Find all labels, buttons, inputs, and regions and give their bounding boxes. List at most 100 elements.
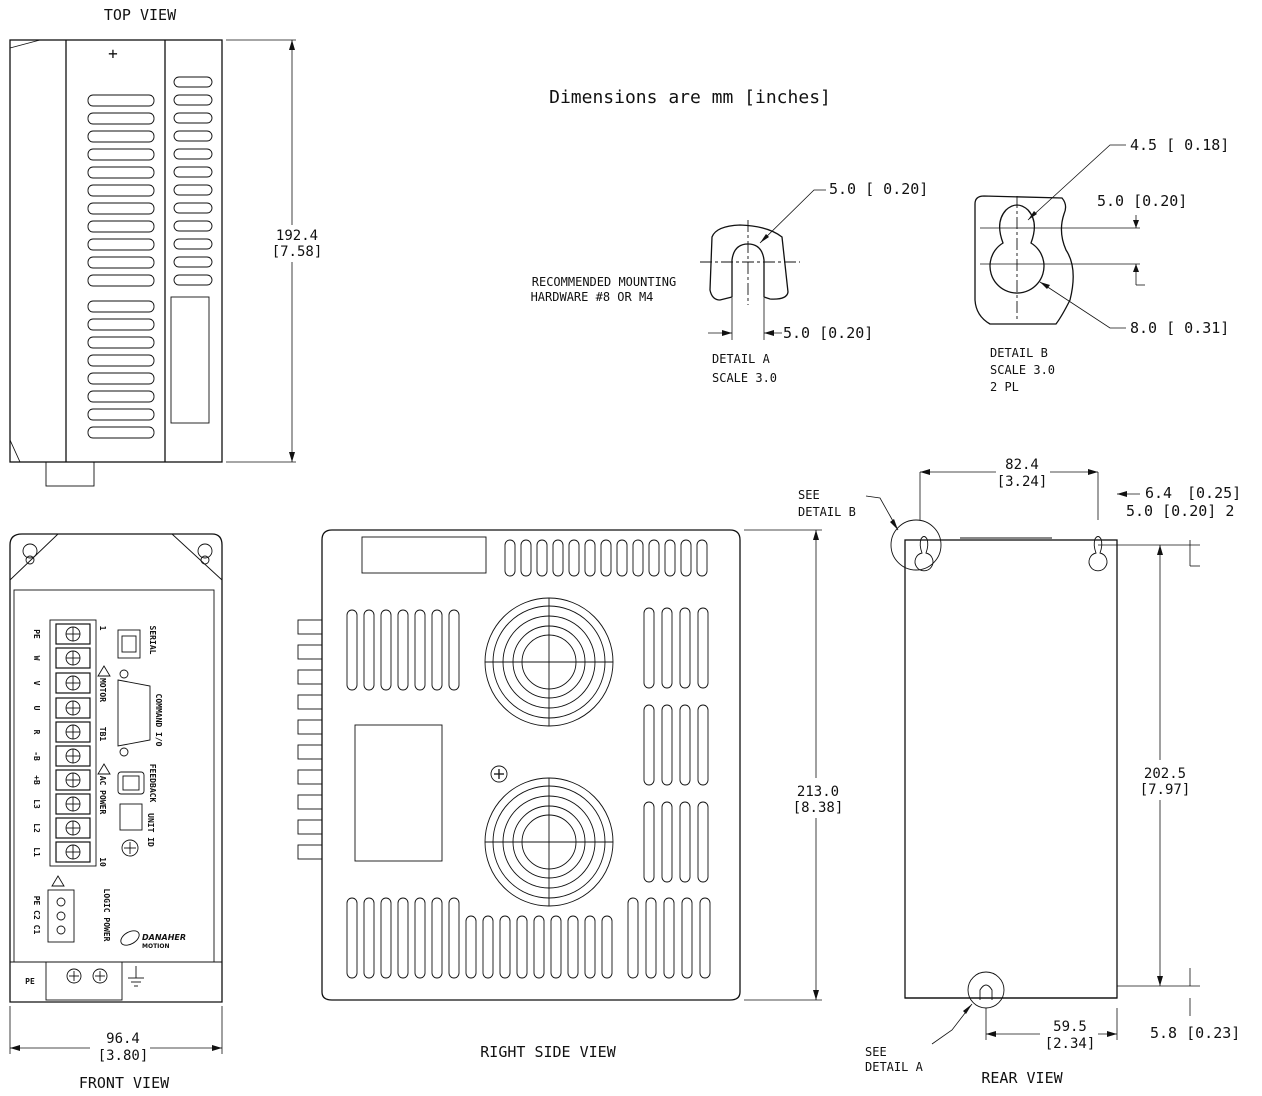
command-io-port bbox=[117, 679, 151, 747]
units-note: Dimensions are mm [inches] bbox=[549, 87, 831, 108]
top-view-vents-right bbox=[173, 76, 213, 286]
side-label-plate bbox=[354, 724, 443, 862]
front-view-title: FRONT VIEW bbox=[79, 1074, 170, 1092]
top-view-label-window bbox=[170, 296, 210, 424]
unit-id-label: UNIT ID bbox=[146, 813, 155, 847]
terminal-label-u: U bbox=[32, 706, 41, 711]
right-side-view-title: RIGHT SIDE VIEW bbox=[480, 1043, 616, 1061]
pe-ground-label: PE bbox=[25, 977, 35, 986]
terminal-label-pe: PE bbox=[32, 629, 41, 639]
top-view-title: TOP VIEW bbox=[104, 6, 177, 24]
rear-hole-pitch-in: [7.97] bbox=[1140, 782, 1191, 798]
rear-bottom-offset: 5.8 [0.23] bbox=[1150, 1024, 1240, 1042]
rear-view-title: REAR VIEW bbox=[981, 1069, 1063, 1087]
logic-pin-labels: PE C2 C1 bbox=[32, 896, 41, 935]
detail-a-slot-outline bbox=[709, 224, 789, 301]
front-mount-hole-right bbox=[197, 543, 213, 559]
terminal-label-minus-b: -B bbox=[32, 751, 41, 761]
terminal-label-v: V bbox=[32, 681, 41, 686]
rear-top-offset: 5.0 [0.20] 2 bbox=[1126, 502, 1234, 520]
side-vents-top bbox=[504, 539, 708, 577]
side-vents-bottom bbox=[346, 897, 711, 979]
detail-b-outline bbox=[974, 195, 1074, 325]
motor-label: MOTOR bbox=[98, 678, 107, 702]
see-detail-a-line1: SEE bbox=[865, 1045, 887, 1059]
rear-mount-slot-bottom bbox=[979, 984, 993, 1000]
front-view-outline bbox=[9, 533, 223, 1003]
hardware-line-2: HARDWARE #8 OR M4 bbox=[531, 290, 654, 304]
unit-id-dial bbox=[121, 839, 139, 857]
detail-b-scale: SCALE 3.0 bbox=[990, 363, 1055, 377]
terminal-label-l3: L3 bbox=[32, 799, 41, 809]
rear-hole-spacing-in: [3.24] bbox=[997, 474, 1048, 490]
front-panel bbox=[13, 589, 215, 963]
top-depth-mm: 192.4 bbox=[276, 228, 318, 244]
front-width-mm: 96.4 bbox=[106, 1031, 140, 1047]
detail-a-title: DETAIL A bbox=[712, 352, 771, 366]
svg-text:+: + bbox=[108, 44, 118, 63]
ac-power-label: AC POWER bbox=[98, 776, 107, 815]
detail-b-keyhole bbox=[989, 204, 1045, 294]
right-side-view: 213.0 [8.38] RIGHT SIDE VIEW bbox=[297, 529, 844, 1061]
top-view-vents-left bbox=[87, 94, 155, 439]
top-view-outline bbox=[9, 39, 223, 463]
cooling-fan-lower bbox=[484, 777, 614, 907]
detail-a-scale: SCALE 3.0 bbox=[712, 371, 777, 385]
unit-id-switch bbox=[119, 803, 143, 831]
front-view: PE W V U R -B +B L3 L2 L1 1 10 MOTOR TB1… bbox=[9, 533, 223, 1092]
detail-a-radius: 5.0 [ 0.20] bbox=[829, 180, 928, 198]
rear-mount-keyhole-left bbox=[914, 536, 934, 572]
tb1-terminal-block bbox=[49, 619, 97, 867]
command-io-label: COMMAND I/O bbox=[154, 694, 163, 747]
terminal-label-plus-b: +B bbox=[32, 775, 41, 785]
side-height-in: [8.38] bbox=[793, 800, 844, 816]
feedback-port bbox=[117, 771, 145, 795]
brand-name: DANAHER bbox=[142, 933, 186, 942]
side-height-mm: 213.0 bbox=[797, 784, 839, 800]
serial-port bbox=[117, 629, 141, 659]
detail-b-small-dia: 4.5 [ 0.18] bbox=[1130, 136, 1229, 154]
detail-b: 4.5 [ 0.18] 5.0 [0.20] 8.0 [ 0.31] DETAI… bbox=[974, 136, 1229, 394]
feedback-label: FEEDBACK bbox=[148, 764, 157, 803]
side-connector-stubs bbox=[297, 619, 323, 860]
detail-b-qty: 2 PL bbox=[990, 380, 1019, 394]
danaher-logo: DANAHER MOTION bbox=[120, 930, 186, 950]
ground-screw bbox=[66, 968, 82, 984]
rear-view: 82.4 [3.24] 6.4 [0.25] 5.0 [0.20] 2 202.… bbox=[798, 457, 1241, 1087]
ground-screw bbox=[92, 968, 108, 984]
see-detail-b-line2: DETAIL B bbox=[798, 505, 856, 519]
pin-10-label: 10 bbox=[98, 857, 107, 867]
terminal-label-l2: L2 bbox=[32, 823, 41, 833]
rear-view-outline bbox=[904, 539, 1118, 999]
tb1-label: TB1 bbox=[98, 727, 107, 742]
detail-b-offset: 5.0 [0.20] bbox=[1097, 192, 1187, 210]
detail-b-title: DETAIL B bbox=[990, 346, 1048, 360]
side-vents-upper-left bbox=[346, 609, 460, 691]
warning-icon bbox=[97, 763, 111, 775]
top-view: TOP VIEW + bbox=[9, 6, 322, 487]
hardware-line-1: RECOMMENDED MOUNTING bbox=[532, 275, 677, 289]
warning-icon bbox=[51, 875, 65, 887]
serial-label: SERIAL bbox=[148, 626, 157, 655]
detail-b-large-dia: 8.0 [ 0.31] bbox=[1130, 319, 1229, 337]
rear-edge-offset-in: [0.25] bbox=[1187, 484, 1241, 502]
detail-a: 5.0 [ 0.20] 5.0 [0.20] RECOMMENDED MOUNT… bbox=[531, 180, 929, 385]
rear-mount-keyhole-right bbox=[1088, 536, 1108, 572]
ground-icon bbox=[128, 966, 144, 987]
side-vents-right bbox=[643, 607, 709, 883]
warning-icon bbox=[97, 665, 111, 677]
see-detail-a-line2: DETAIL A bbox=[865, 1060, 924, 1074]
side-view-outline bbox=[321, 529, 741, 1001]
rear-bottom-hole-mm: 59.5 bbox=[1053, 1019, 1087, 1035]
front-mount-hole-left bbox=[22, 543, 38, 559]
rear-hole-spacing-mm: 82.4 bbox=[1005, 457, 1039, 473]
front-width-in: [3.80] bbox=[98, 1048, 149, 1064]
terminal-label-l1: L1 bbox=[32, 847, 41, 857]
terminal-label-w: W bbox=[32, 656, 41, 661]
side-label-window bbox=[361, 536, 487, 574]
pin-1-label: 1 bbox=[98, 626, 107, 631]
logic-power-connector bbox=[47, 889, 75, 943]
cooling-fan-upper bbox=[484, 597, 614, 727]
rear-hole-pitch-mm: 202.5 bbox=[1144, 766, 1186, 782]
